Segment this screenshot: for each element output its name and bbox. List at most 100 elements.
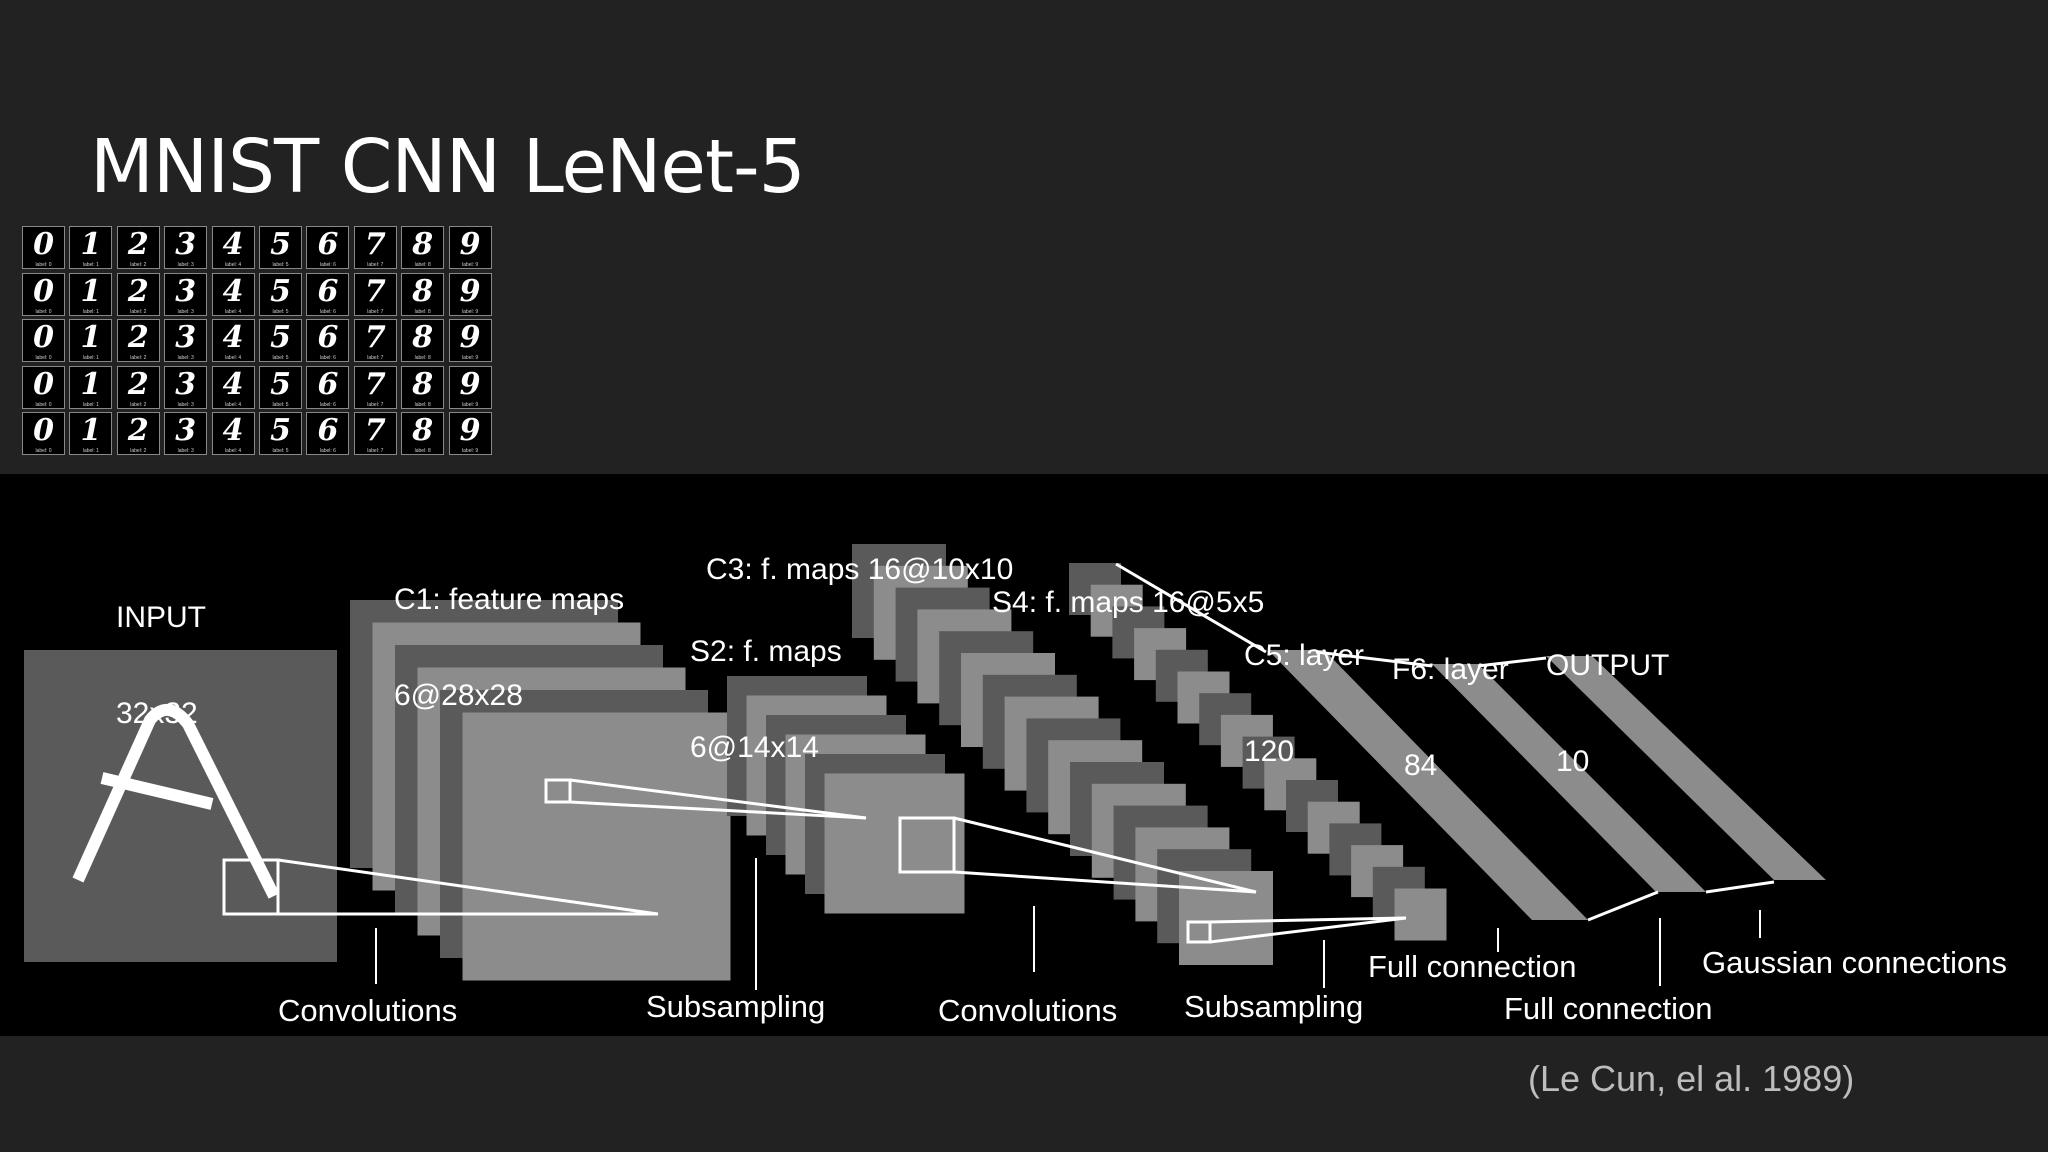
input-receptive-field [222, 858, 280, 916]
digit-glyph: 5 [270, 366, 291, 402]
digit-label-caption: label: 0 [35, 308, 52, 315]
output-layer-label: OUTPUT 10 [1546, 649, 1670, 778]
input-letter-stroke [72, 704, 280, 899]
digit-glyph: 7 [364, 227, 386, 262]
digit-label-caption: label: 1 [82, 448, 99, 455]
digit-label-caption: label: 5 [272, 262, 289, 268]
digit-label-caption: label: 9 [462, 448, 479, 455]
sub2-op-label: Subsampling [1184, 989, 1364, 1024]
digit-glyph: 5 [270, 227, 291, 262]
sub1-op-label: Subsampling [646, 989, 826, 1024]
digit-label-caption: label: 5 [272, 308, 289, 315]
s4-layer-label: S4: f. maps 16@5x5 [992, 586, 1265, 619]
digit-glyph: 9 [459, 273, 481, 309]
projection-line [953, 816, 1257, 894]
digit-glyph: 6 [317, 413, 339, 449]
c5-layer-bar [1268, 650, 1588, 920]
digit-glyph: 6 [317, 273, 339, 309]
projection-line [277, 858, 659, 916]
digit-label-caption: label: 4 [225, 262, 242, 268]
digit-glyph: 6 [317, 366, 339, 402]
digit-glyph: 0 [33, 413, 54, 449]
full-connection-line [1115, 562, 1267, 654]
digit-label-caption: label: 2 [130, 355, 147, 362]
f6-layer-bar [1432, 664, 1706, 892]
digit-label-caption: label: 1 [82, 262, 99, 268]
digit-label-caption: label: 8 [414, 355, 431, 362]
digit-glyph: 1 [80, 320, 102, 356]
output-layer-bar [1546, 656, 1826, 880]
digit-label-caption: label: 9 [462, 262, 479, 268]
digit-glyph: 5 [270, 320, 291, 356]
c5-layer-label: C5: layer 120 [1244, 639, 1365, 768]
digit-glyph: 6 [317, 320, 339, 356]
digit-label-caption: label: 4 [225, 401, 242, 408]
digit-label-caption: label: 4 [225, 308, 242, 315]
full-connection-line [1477, 656, 1547, 668]
digit-label-caption: label: 3 [177, 308, 194, 315]
projection-line [1209, 916, 1407, 944]
full-connection-line [1315, 650, 1433, 668]
digit-glyph: 1 [80, 273, 102, 309]
digit-glyph: 8 [412, 413, 434, 449]
digit-glyph: 7 [364, 273, 386, 309]
digit-glyph: 3 [175, 227, 197, 262]
digit-glyph: 3 [175, 273, 197, 309]
digit-label-caption: label: 3 [177, 262, 194, 268]
c1-feature-map [462, 712, 731, 981]
digit-glyph: 6 [317, 227, 339, 262]
input-letter-crossbar [100, 772, 214, 810]
digit-label-caption: label: 0 [35, 355, 52, 362]
digit-glyph: 9 [459, 366, 481, 402]
full1-op-label: Full connection [1368, 949, 1577, 984]
digit-label-caption: label: 8 [414, 401, 431, 408]
digit-label-caption: label: 7 [367, 262, 384, 268]
digit-label-caption: label: 9 [462, 308, 479, 315]
digit-glyph: 1 [80, 366, 102, 402]
digit-glyph: 4 [222, 413, 244, 449]
digit-label-caption: label: 5 [272, 355, 289, 362]
digit-glyph: 2 [127, 227, 149, 262]
digit-label-caption: label: 9 [462, 355, 479, 362]
digit-label-caption: label: 6 [319, 448, 336, 455]
digit-glyph: 2 [127, 320, 149, 356]
digit-glyph: 0 [33, 366, 54, 402]
input-plane [24, 650, 337, 962]
digit-label-caption: label: 0 [35, 262, 52, 268]
digit-glyph: 0 [33, 320, 54, 356]
digit-glyph: 4 [222, 366, 244, 402]
digit-glyph: 7 [364, 320, 386, 356]
digit-label-caption: label: 3 [177, 448, 194, 455]
digit-label-caption: label: 0 [35, 401, 52, 408]
c3-receptive-field [1186, 920, 1212, 944]
c1-receptive-field [544, 778, 572, 804]
digit-glyph: 8 [412, 366, 434, 402]
slide-title: MNIST CNN LeNet-5 [90, 124, 806, 210]
digit-label-caption: label: 2 [130, 401, 147, 408]
digit-label-caption: label: 6 [319, 401, 336, 408]
